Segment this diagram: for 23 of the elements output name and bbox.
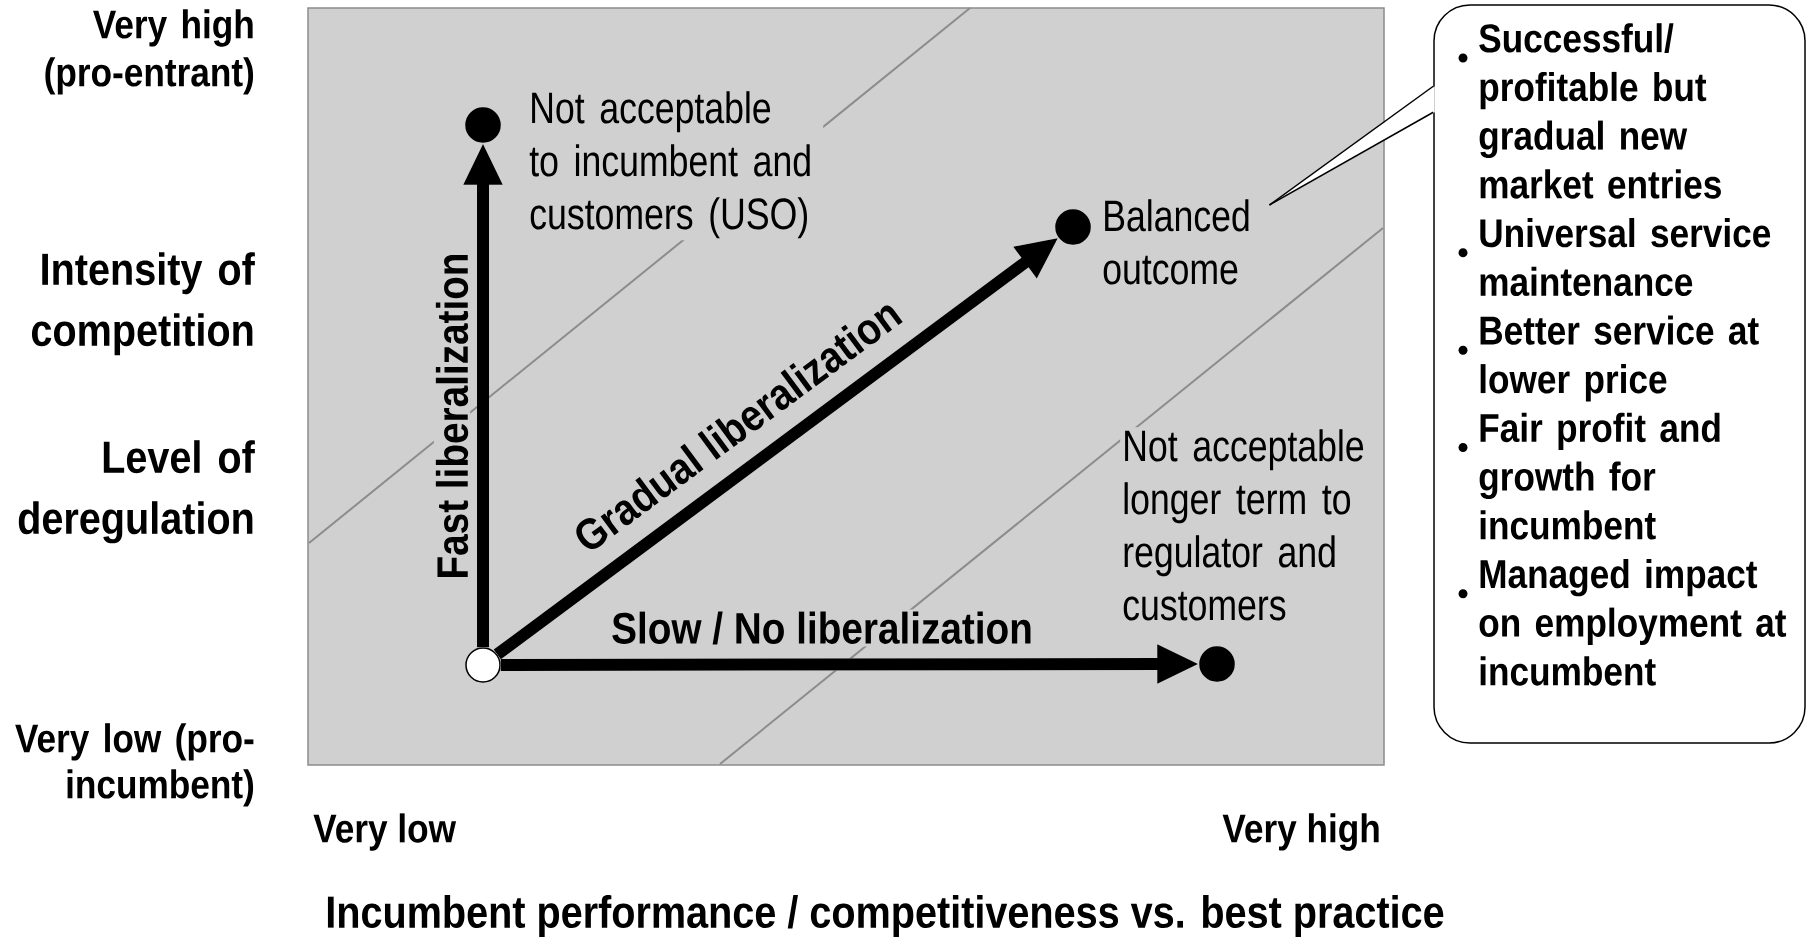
dot xyxy=(465,107,501,143)
dot xyxy=(465,647,501,683)
axis-title: Intensity of competition xyxy=(31,252,255,356)
bullet-text: Managed impact on employment at incumbent xyxy=(1479,558,1787,686)
bullet-text: Successful/ profitable but gradual new market entries xyxy=(1479,23,1721,199)
axis-label: Very low (pro-incumbent) xyxy=(15,723,254,807)
axis-label: Very low xyxy=(313,813,457,851)
callout-pointer xyxy=(1268,85,1435,206)
dot-caption: Not acceptable to incumbent and customers (USO) xyxy=(527,89,824,241)
bullet-text: Universal service maintenance xyxy=(1480,218,1771,297)
callout-box xyxy=(1433,4,1806,744)
dot xyxy=(1199,646,1235,682)
dot xyxy=(1055,209,1091,245)
axis-label: Very high xyxy=(1222,813,1379,851)
bullet-text: Better service at lower price xyxy=(1480,315,1759,402)
axis-label: Very high (pro-entrant) xyxy=(45,9,254,95)
edge-label: Slow / No liberalization xyxy=(609,609,1035,647)
bullet-text: Fair profit and growth for incumbent xyxy=(1479,412,1720,540)
dot-caption: Balanced outcome xyxy=(1100,197,1270,287)
axis-title: Incumbent performance / competitiveness vs. best practice xyxy=(327,895,1444,937)
dot-caption: Not acceptable longer term to regulator and customers xyxy=(1120,427,1380,623)
axis-title: Level of deregulation xyxy=(18,440,255,544)
edge-label: Fast liberalization xyxy=(433,250,471,582)
